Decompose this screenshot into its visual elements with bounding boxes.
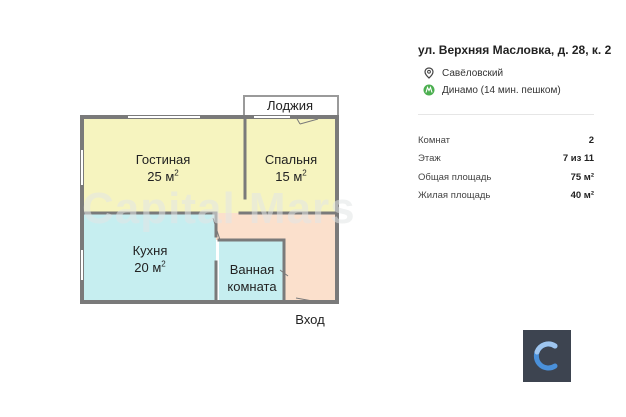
param-living-area: Жилая площадь 40 м²	[418, 190, 594, 201]
living-room-label: Гостиная 25 м2	[136, 151, 191, 185]
bedroom-label: Спальня 15 м2	[265, 151, 317, 185]
floor-plan: Capital Mars Лоджия Гостиная 25 м2 Спаль…	[80, 95, 356, 327]
loggia-label: Лоджия	[266, 98, 314, 113]
capital-mars-logo	[523, 330, 571, 382]
district-row: Савёловский	[423, 67, 503, 79]
entrance-label: Вход	[295, 312, 325, 327]
bedroom-area	[245, 117, 337, 213]
hallway-area	[216, 213, 337, 302]
param-total-area: Общая площадь 75 м²	[418, 172, 594, 183]
logo-mark-icon	[533, 341, 558, 371]
location-pin-icon	[423, 67, 435, 79]
kitchen-area	[82, 213, 216, 302]
living-room-area	[82, 117, 245, 213]
param-rooms: Комнат 2	[418, 135, 594, 146]
bedroom-name: Спальня	[264, 152, 318, 167]
district-name: Савёловский	[442, 67, 504, 79]
bedroom-area-value: 15 м2	[275, 168, 307, 184]
divider	[418, 114, 594, 115]
kitchen-name: Кухня	[132, 243, 168, 258]
param-floor: Этаж 7 из 11	[418, 153, 594, 164]
metro-row: Динамо (14 мин. пешком)	[423, 84, 561, 96]
kitchen-label: Кухня 20 м2	[133, 242, 168, 276]
watermark: Capital Mars	[82, 184, 356, 233]
address: ул. Верхняя Масловка, д. 28, к. 2	[418, 43, 612, 57]
living-room-name: Гостиная	[135, 152, 191, 167]
metro-name: Динамо (14 мин. пешком)	[442, 84, 561, 96]
floor-plan-drawing	[80, 95, 339, 304]
kitchen-area-value: 20 м2	[134, 259, 166, 275]
bathroom-label: Ванная комната	[227, 262, 277, 294]
bathroom-area	[219, 240, 284, 302]
living-room-area-value: 25 м2	[147, 168, 179, 184]
metro-icon	[423, 84, 435, 96]
